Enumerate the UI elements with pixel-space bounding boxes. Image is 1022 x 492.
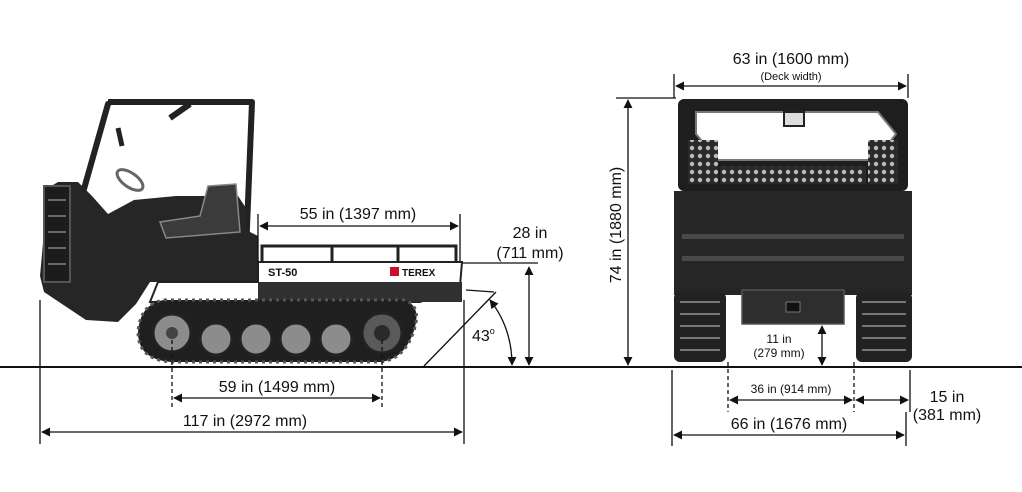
side-view-vehicle: ST-50 TEREX [40, 99, 464, 364]
ground-clearance-mm-label: (279 mm) [753, 346, 804, 360]
deck-length-label: 55 in (1397 mm) [300, 206, 417, 223]
track-width-mm-label: (381 mm) [913, 407, 981, 424]
front-dimension-labels: 63 in (1600 mm) (Deck width) 74 in (1880… [608, 51, 981, 433]
deck-width-note: (Deck width) [760, 71, 821, 83]
deck-rail [260, 244, 458, 262]
track-length-label: 59 in (1499 mm) [219, 379, 336, 396]
front-view-vehicle [674, 99, 912, 362]
steering-wheel [115, 168, 145, 192]
front-body [674, 191, 912, 295]
side-dimension-labels: 55 in (1397 mm) 28 in (711 mm) 43o 59 in… [183, 206, 564, 430]
seat [158, 183, 241, 239]
approach-angle-label: 43o [472, 326, 495, 345]
front-grille [43, 185, 71, 283]
side-dimensions [39, 214, 538, 444]
track-width-label: 15 in [930, 389, 965, 406]
front-dimensions [616, 74, 911, 446]
ground-clearance-label: 11 in [766, 332, 791, 346]
road-wheels [151, 311, 404, 357]
tail-light [783, 111, 805, 127]
model-label: ST-50 [268, 267, 297, 279]
overall-height-label: 74 in (1880 mm) [608, 167, 625, 284]
overall-width-label: 66 in (1676 mm) [731, 416, 848, 433]
overall-length-label: 117 in (2972 mm) [183, 413, 307, 430]
approach-angle-value: 43 [472, 328, 490, 345]
brand-logo-mark [390, 267, 399, 276]
roll-cage [79, 99, 255, 253]
deck-height-label: 28 in [513, 225, 548, 242]
deck-width-label: 63 in (1600 mm) [733, 51, 850, 68]
deck-height-mm-label: (711 mm) [496, 245, 563, 262]
approach-angle-degree: o [490, 326, 495, 336]
brand-label: TEREX [402, 268, 436, 279]
inner-track-gap-label: 36 in (914 mm) [751, 382, 832, 396]
